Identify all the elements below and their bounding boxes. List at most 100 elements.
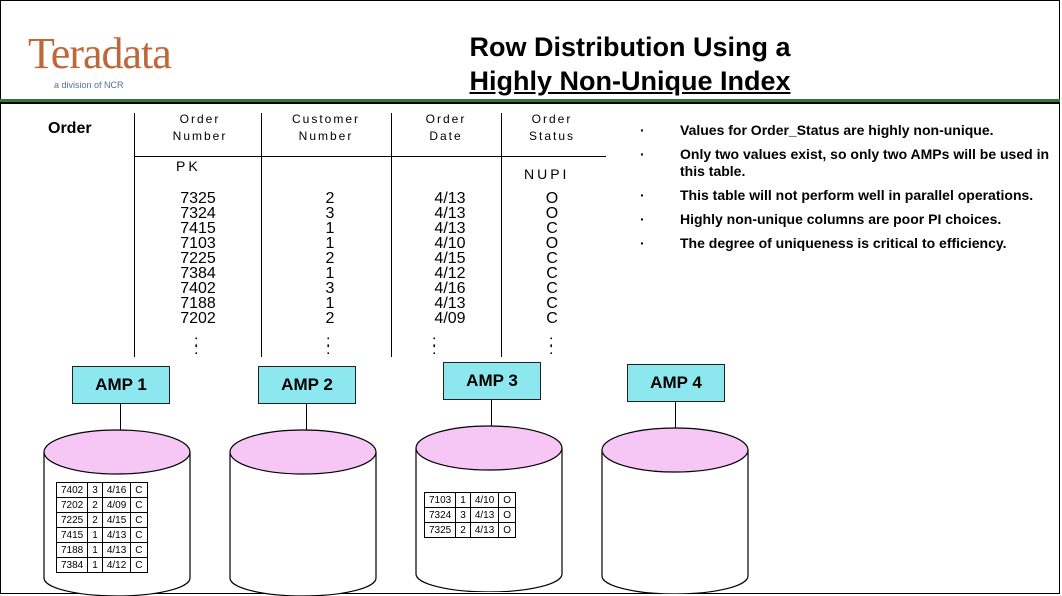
cell-order-date: 4/13: [434, 190, 466, 207]
row-cell: 4/13: [101, 542, 132, 558]
bullet-text: Values for Order_Status are highly non-u…: [680, 122, 994, 138]
column-header-line: Order: [425, 112, 467, 126]
cell-order-status: O: [545, 205, 559, 222]
logo-wordmark: Teradata: [28, 29, 172, 78]
cell-order-status: C: [546, 220, 558, 237]
row-cell: O: [498, 522, 517, 538]
row-cell: C: [130, 542, 148, 558]
cell-customer-number: 2: [325, 190, 335, 207]
bullet-marker: ·: [640, 211, 645, 227]
cell-customer-number: 3: [325, 205, 335, 222]
logo-tagline: a division of NCR: [54, 80, 124, 90]
title-rule-green: [0, 99, 1060, 102]
cell-order-status: C: [546, 265, 558, 282]
amp-4-connector: [675, 402, 676, 430]
row-cell: C: [130, 512, 148, 528]
cell-order-number: 7103: [180, 235, 216, 252]
cell-customer-number: 1: [325, 265, 335, 282]
row-cell: 4/13: [469, 507, 500, 523]
cell-order-date: 4/13: [434, 295, 466, 312]
column-header-order-date: Order Date: [392, 111, 500, 145]
row-cell: 7415: [55, 527, 89, 543]
column-header-order-number: Order Number: [140, 111, 260, 145]
bullet-text: Only two values exist, so only two AMPs …: [680, 146, 1050, 179]
order-date-values: 4/13 4/13 4/13 4/10 4/15 4/12 4/16 4/13 …: [420, 190, 480, 327]
disk-cylinder-icon: [229, 429, 377, 596]
row-cell: C: [130, 482, 148, 498]
row-cell: O: [498, 492, 517, 508]
amp-4-box: AMP 4: [627, 364, 725, 402]
bullet-item: ·The degree of uniqueness is critical to…: [640, 235, 1050, 252]
column-header-order-status: Order Status: [502, 111, 602, 145]
column-header-line: Customer: [291, 112, 360, 126]
amp-3-box: AMP 3: [443, 362, 541, 400]
row-cell: 4/16: [101, 482, 132, 498]
ellipsis-order-status: ::: [549, 333, 554, 358]
row-cell: 1: [87, 557, 103, 573]
column-header-line: Number: [172, 129, 228, 143]
cell-customer-number: 1: [325, 295, 335, 312]
column-divider: [501, 113, 502, 357]
cell-order-status: C: [546, 250, 558, 267]
amp-1-connector: [120, 404, 121, 432]
row-cell: 7325: [423, 522, 457, 538]
ellipsis: :: [432, 333, 437, 350]
pk-label: PK: [176, 158, 201, 174]
cell-order-date: 4/13: [434, 205, 466, 222]
bullet-text: The degree of uniqueness is critical to …: [680, 235, 1007, 251]
row-cell: C: [130, 557, 148, 573]
cell-order-status: O: [545, 190, 559, 207]
amp-2-disk: [228, 418, 378, 596]
row-cell: 1: [455, 492, 471, 508]
bullet-item: · Highly non-unique columns are poor PI c…: [640, 211, 1050, 228]
row-cell: 3: [87, 482, 103, 498]
bullet-item: ·Only two values exist, so only two AMPs…: [640, 146, 1050, 180]
column-header-line: Order: [531, 112, 573, 126]
bullet-item: ·Values for Order_Status are highly non-…: [640, 122, 1050, 139]
row-cell: O: [498, 507, 517, 523]
row-cell: C: [130, 497, 148, 513]
cell-customer-number: 3: [325, 280, 335, 297]
cell-customer-number: 1: [325, 220, 335, 237]
amp-1-box: AMP 1: [72, 366, 170, 404]
order-number-values: 7325 7324 7415 7103 7225 7384 7402 7188 …: [168, 191, 228, 327]
cell-order-number: 7324: [180, 205, 216, 222]
ellipsis-order-number: ::: [194, 334, 198, 358]
ellipsis: :: [326, 341, 331, 358]
amp-3-connector: [491, 400, 492, 428]
row-cell: 4/13: [469, 522, 500, 538]
cell-order-status: C: [546, 280, 558, 297]
cell-order-date: 4/10: [434, 235, 466, 252]
cell-order-number: 7384: [180, 265, 216, 282]
ellipsis: :: [549, 333, 554, 350]
disk-cylinder-icon: [601, 427, 749, 594]
column-header-line: Number: [298, 129, 354, 143]
bullet-item: ·This table will not perform well in par…: [640, 187, 1050, 204]
cell-customer-number: 2: [325, 310, 335, 327]
order-status-values: O O C O C C C C C: [537, 190, 567, 327]
row-cell: 3: [455, 507, 471, 523]
cell-order-number: 7225: [180, 250, 216, 267]
cell-order-status: C: [546, 310, 558, 327]
table-name: Order: [48, 120, 92, 137]
bullet-text: Highly non-unique columns are poor PI ch…: [680, 211, 1002, 227]
bullet-marker: ·: [640, 187, 645, 203]
row-cell: 1: [87, 542, 103, 558]
column-header-line: Order: [179, 112, 221, 126]
title-line-2: Highly Non-Unique Index: [469, 66, 791, 96]
cell-order-number: 7202: [180, 310, 216, 327]
row-cell: 7188: [55, 542, 89, 558]
row-cell: 7103: [423, 492, 457, 508]
row-cell: 2: [87, 512, 103, 528]
row-cell: C: [130, 527, 148, 543]
cell-customer-number: 2: [325, 250, 335, 267]
row-cell: 7324: [423, 507, 457, 523]
